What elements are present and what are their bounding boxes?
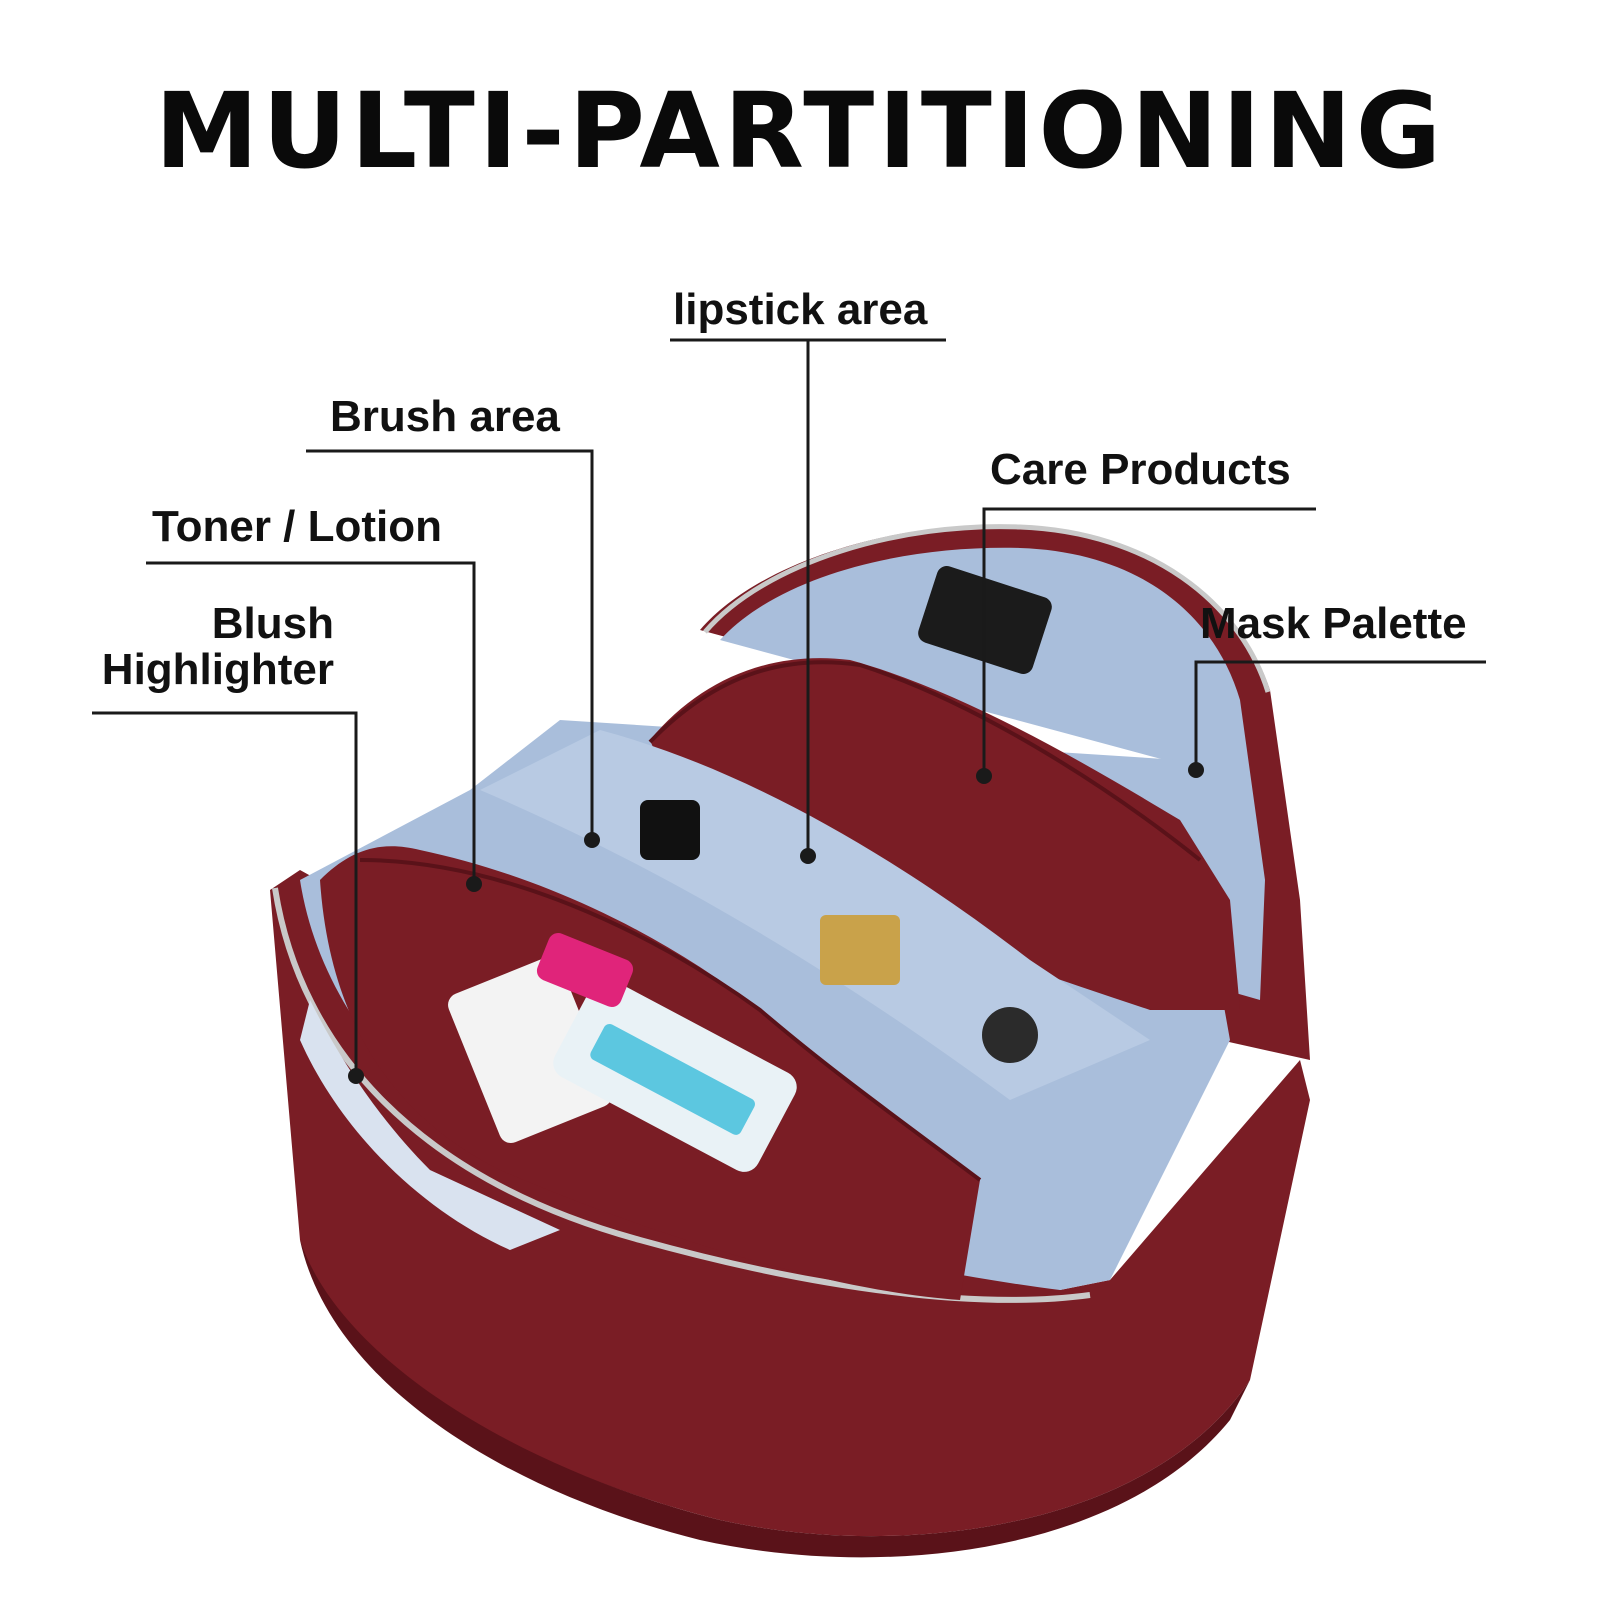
care-pouch bbox=[650, 658, 1240, 1010]
leader-mask bbox=[1194, 660, 1486, 770]
lotion-tube bbox=[448, 956, 612, 1144]
care-pouch-zip bbox=[648, 660, 1202, 862]
headline: MULTI-PARTITIONING bbox=[154, 70, 1446, 192]
lid-lining bbox=[720, 547, 1265, 1000]
callout-lipstick: lipstick area bbox=[673, 285, 928, 334]
lipstick-cap bbox=[640, 800, 700, 860]
callout-care: Care Products bbox=[990, 445, 1291, 494]
leader-brush bbox=[306, 449, 594, 840]
leader-lines bbox=[92, 338, 1486, 1076]
leader-dots bbox=[348, 762, 1204, 1084]
callout-toner: Toner / Lotion bbox=[152, 502, 443, 551]
dot-brush bbox=[584, 832, 600, 848]
dot-mask bbox=[1188, 762, 1204, 778]
leader-care bbox=[982, 507, 1316, 776]
callout-mask: Mask Palette bbox=[1200, 599, 1467, 648]
dot-care bbox=[976, 768, 992, 784]
dot-toner bbox=[466, 876, 482, 892]
callout-highlighter: Highlighter bbox=[101, 645, 334, 694]
leader-toner bbox=[146, 561, 476, 884]
dot-blush bbox=[348, 1068, 364, 1084]
leader-blush bbox=[92, 711, 358, 1076]
body-shadow bbox=[300, 1240, 1250, 1558]
blush-pocket bbox=[300, 1000, 560, 1250]
body-zipper bbox=[272, 887, 1091, 1303]
callout-blush: Blush bbox=[211, 599, 334, 648]
gold-lipstick bbox=[820, 915, 900, 985]
front-pouch-zip bbox=[359, 858, 982, 1182]
pink-bottle-cap bbox=[536, 932, 634, 1008]
callout-brush: Brush area bbox=[330, 392, 560, 441]
logo-badge bbox=[982, 1007, 1038, 1063]
toner-label bbox=[590, 1023, 755, 1135]
dot-lipstick bbox=[800, 848, 816, 864]
lid-zipper bbox=[703, 524, 1271, 693]
